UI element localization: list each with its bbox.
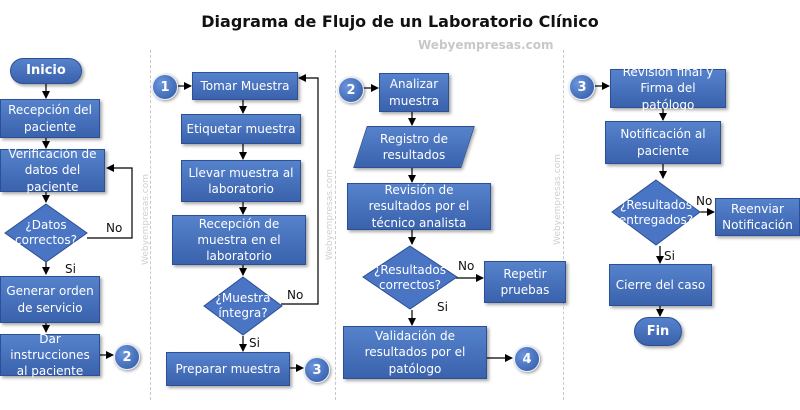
column-separator-1 (150, 50, 151, 400)
sample-integrity-yes-label: Si (249, 336, 260, 350)
prepare-sample-step: Preparar muestra (166, 352, 290, 386)
connector-in-2: 2 (338, 77, 364, 103)
results-correct-decision-label: ¿Resultados correctos? (373, 262, 446, 292)
service-order-step: Generar orden de servicio (0, 276, 100, 323)
reception-step: Recepción del paciente (0, 99, 100, 138)
end-node: Fin (634, 317, 682, 346)
sample-integrity-decision: ¿Muestra íntegra? (203, 276, 283, 336)
analyze-sample-step: Analizar muestra (379, 73, 449, 112)
connector-out-3: 3 (304, 357, 330, 383)
verify-data-step: Verificación de datos del paciente (0, 147, 105, 194)
data-correct-no-label: No (106, 221, 123, 235)
results-correct-decision: ¿Resultados correctos? (362, 245, 458, 310)
connector-out-2: 2 (114, 344, 140, 370)
data-correct-decision-label: ¿Datos correctos? (15, 218, 77, 247)
resend-notification-step: Reenviar Notificación (715, 198, 800, 236)
data-correct-yes-label: Si (65, 262, 76, 276)
close-case-step: Cierre del caso (609, 264, 712, 306)
column-separator-2 (335, 50, 336, 400)
register-results-label: Registro de resultados (380, 131, 448, 162)
connector-in-1: 1 (152, 74, 178, 100)
data-correct-decision: ¿Datos correctos? (4, 203, 88, 263)
final-review-step: Revisión final y Firma del patólogo (610, 65, 726, 112)
technician-review-step: Revisión de resultados por el técnico an… (347, 183, 491, 230)
results-correct-no-label: No (458, 259, 475, 273)
take-sample-step: Tomar Muestra (192, 72, 298, 100)
register-results-step: Registro de resultados (353, 126, 475, 168)
watermark: Webyempresas.com (418, 38, 554, 52)
repeat-tests-step: Repetir pruebas (484, 261, 566, 303)
instructions-step: Dar instrucciones al paciente (0, 332, 100, 378)
sample-integrity-decision-label: ¿Muestra íntegra? (215, 291, 271, 320)
connector-out-4: 4 (514, 346, 540, 372)
page-title: Diagrama de Flujo de un Laboratorio Clín… (201, 12, 599, 31)
results-correct-yes-label: Si (437, 300, 448, 314)
carry-sample-step: Llevar muestra al laboratorio (181, 160, 301, 202)
pathologist-validation-step: Validación de resultados por el patólogo (343, 326, 487, 379)
start-node: Inicio (10, 58, 82, 84)
results-delivered-yes-label: Si (664, 249, 675, 263)
connector-in-3: 3 (569, 74, 595, 100)
receive-sample-step: Recepción de muestra en el laboratorio (172, 215, 306, 265)
results-delivered-no-label: No (696, 194, 713, 208)
column-separator-3 (563, 50, 564, 400)
results-delivered-decision-label: ¿Resultados entregados? (618, 197, 694, 227)
label-sample-step: Etiquetar muestra (181, 114, 301, 144)
notify-patient-step: Notificación al paciente (605, 121, 721, 164)
sample-integrity-no-label: No (287, 288, 304, 302)
results-delivered-decision: ¿Resultados entregados? (611, 179, 701, 246)
